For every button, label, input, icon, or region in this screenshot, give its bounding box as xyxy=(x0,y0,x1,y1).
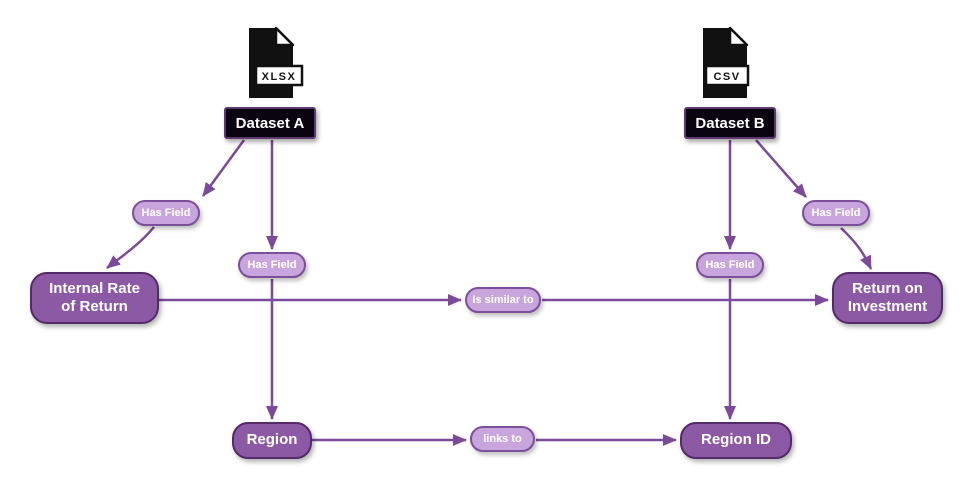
edge-label-text: Has Field xyxy=(141,207,191,219)
dataset-a-node[interactable]: Dataset A xyxy=(224,107,316,139)
edge-label-has-field-3: Has Field xyxy=(696,252,764,278)
file-badge-box xyxy=(704,64,750,87)
node-internal-rate-of-return[interactable]: Internal Rate of Return xyxy=(30,272,159,324)
edge-label-text: Has Field xyxy=(247,259,297,271)
dataset-b-label: Dataset B xyxy=(695,114,765,132)
edge-label-has-field-1: Has Field xyxy=(132,200,200,226)
edge-label-text: links to xyxy=(483,433,522,445)
node-label: Region ID xyxy=(701,431,771,449)
edge-label-text: Is similar to xyxy=(472,294,534,306)
edge-label-text: Has Field xyxy=(811,207,861,219)
file-fold xyxy=(728,26,749,47)
edge-label-is-similar-to: Is similar to xyxy=(465,287,541,313)
node-label: Return on Investment xyxy=(848,280,927,317)
edge-has-field-to-irr xyxy=(106,226,155,269)
node-region-id[interactable]: Region ID xyxy=(680,422,792,459)
dataset-b-node[interactable]: Dataset B xyxy=(684,107,776,139)
xlsx-file-icon: XLSX xyxy=(249,26,304,98)
dataset-a-label: Dataset A xyxy=(235,114,305,132)
edge-label-links-to: links to xyxy=(470,426,535,452)
node-label-line2: of Return xyxy=(61,298,128,315)
edge-label-has-field-2: Has Field xyxy=(238,252,306,278)
node-label: Region xyxy=(246,431,298,449)
file-fold xyxy=(274,26,295,47)
node-return-on-investment[interactable]: Return on Investment xyxy=(832,272,943,324)
csv-file-icon: CSV xyxy=(703,26,750,98)
edge-label-has-field-4: Has Field xyxy=(802,200,870,226)
edge-has-field-to-roi xyxy=(840,227,873,270)
edge-dataset-a-to-has-field-irr xyxy=(201,139,246,197)
file-badge-box xyxy=(254,64,304,87)
node-label-line1: Internal Rate xyxy=(49,279,140,297)
node-label-line2: Investment xyxy=(847,298,928,315)
node-region[interactable]: Region xyxy=(232,422,312,459)
node-label-line1: Return on xyxy=(852,279,923,297)
edge-dataset-b-to-has-field-roi xyxy=(755,139,807,198)
file-badge-label: CSV xyxy=(713,71,740,83)
file-badge-label: XLSX xyxy=(262,71,297,83)
edge-label-text: Has Field xyxy=(705,259,755,271)
node-label: Internal Rate of Return xyxy=(49,280,140,317)
